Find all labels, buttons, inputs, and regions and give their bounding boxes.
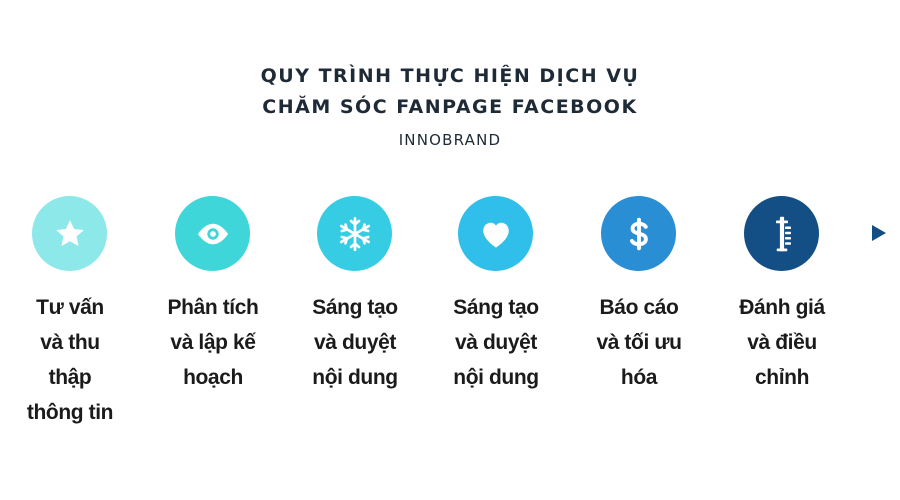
- step-1-label-line-1: Tư vấn: [36, 296, 104, 319]
- diagram-title-line-2: CHĂM SÓC FANPAGE FACEBOOK: [262, 96, 638, 118]
- step-6-label-line-2: và điều: [747, 331, 817, 354]
- step-1-label-line-2: và thu: [40, 331, 100, 354]
- step-3-label-line-1: Sáng tạo: [312, 296, 398, 319]
- diagram-title-line-1: QUY TRÌNH THỰC HIỆN DỊCH VỤ: [260, 65, 640, 87]
- arrow-head-icon: [872, 225, 886, 241]
- step-1-circle: [32, 196, 107, 271]
- step-1-label: Tư vấn và thu thập thông tin: [10, 290, 130, 430]
- snowflake-icon: [339, 216, 370, 251]
- step-3-circle: [317, 196, 392, 271]
- step-6-label: Đánh giá và điều chỉnh: [722, 290, 842, 395]
- step-1-label-line-3: thập: [48, 366, 92, 389]
- step-2-label-line-3: hoạch: [183, 366, 243, 389]
- step-5-label: Báo cáo và tối ưu hóa: [579, 290, 699, 395]
- heart-icon: [482, 222, 509, 247]
- step-5-label-line-3: hóa: [620, 366, 658, 389]
- step-2-label: Phân tích và lập kế hoạch: [153, 290, 273, 395]
- step-1-label-line-4: thông tin: [26, 401, 114, 424]
- step-6-label-line-1: Đánh giá: [739, 296, 825, 319]
- step-5-label-line-1: Báo cáo: [599, 296, 679, 319]
- star-icon: [55, 219, 84, 246]
- step-4-label-line-1: Sáng tạo: [453, 296, 539, 319]
- diagram-subtitle: INNOBRAND: [398, 131, 502, 149]
- step-4-label-line-3: nội dung: [453, 366, 539, 389]
- tower-icon: [775, 216, 791, 251]
- step-2-label-line-1: Phân tích: [167, 296, 259, 319]
- step-2-label-line-2: và lập kế: [170, 331, 256, 354]
- dollar-icon: [629, 217, 648, 250]
- step-3-label: Sáng tạo và duyệt nội dung: [295, 290, 415, 395]
- step-6-circle: [744, 196, 819, 271]
- step-4-label-line-2: và duyệt: [455, 331, 537, 354]
- eye-icon: [197, 223, 228, 244]
- step-4-circle: [458, 196, 533, 271]
- step-5-label-line-2: và tối ưu: [596, 331, 682, 354]
- step-5-circle: [601, 196, 676, 271]
- step-6-label-line-3: chỉnh: [755, 366, 809, 389]
- step-4-label: Sáng tạo và duyệt nội dung: [436, 290, 556, 395]
- step-3-label-line-2: và duyệt: [314, 331, 396, 354]
- step-2-circle: [175, 196, 250, 271]
- step-3-label-line-3: nội dung: [312, 366, 398, 389]
